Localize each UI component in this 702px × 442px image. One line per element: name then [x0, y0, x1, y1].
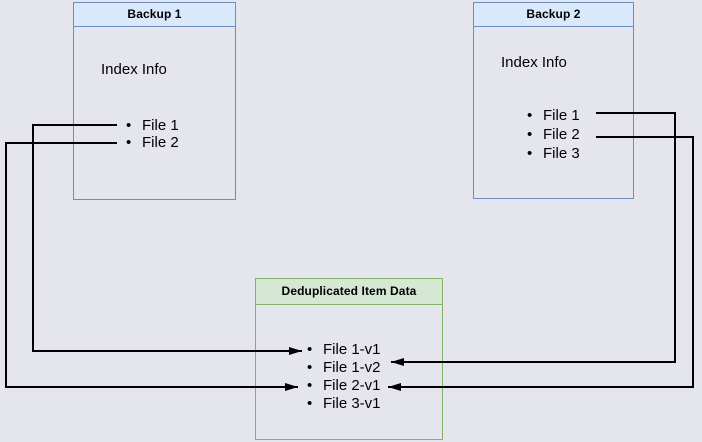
dedup-file-item: File 1-v2	[307, 359, 381, 377]
backup2-file-item: File 1	[527, 106, 580, 125]
dedup-box: Deduplicated Item Data File 1-v1 File 1-…	[255, 278, 443, 440]
dedup-title: Deduplicated Item Data	[256, 279, 442, 305]
backup2-title: Backup 2	[474, 3, 633, 27]
dedup-file-item: File 1-v1	[307, 341, 381, 359]
backup1-box: Backup 1 Index Info File 1 File 2	[73, 2, 236, 200]
backup1-title: Backup 1	[74, 3, 235, 27]
dedup-file-item: File 2-v1	[307, 377, 381, 395]
dedup-file-list: File 1-v1 File 1-v2 File 2-v1 File 3-v1	[307, 341, 381, 413]
backup1-file-list: File 1 File 2	[126, 117, 179, 151]
dedup-file-item: File 3-v1	[307, 395, 381, 413]
backup1-file-item: File 2	[126, 134, 179, 151]
backup2-file-item: File 2	[527, 125, 580, 144]
backup1-index-info-label: Index Info	[101, 61, 167, 78]
backup2-index-info-label: Index Info	[501, 54, 567, 71]
backup2-file-list: File 1 File 2 File 3	[527, 106, 580, 163]
backup2-box: Backup 2 Index Info File 1 File 2 File 3	[473, 2, 634, 199]
backup2-file-item: File 3	[527, 144, 580, 163]
backup1-file-item: File 1	[126, 117, 179, 134]
